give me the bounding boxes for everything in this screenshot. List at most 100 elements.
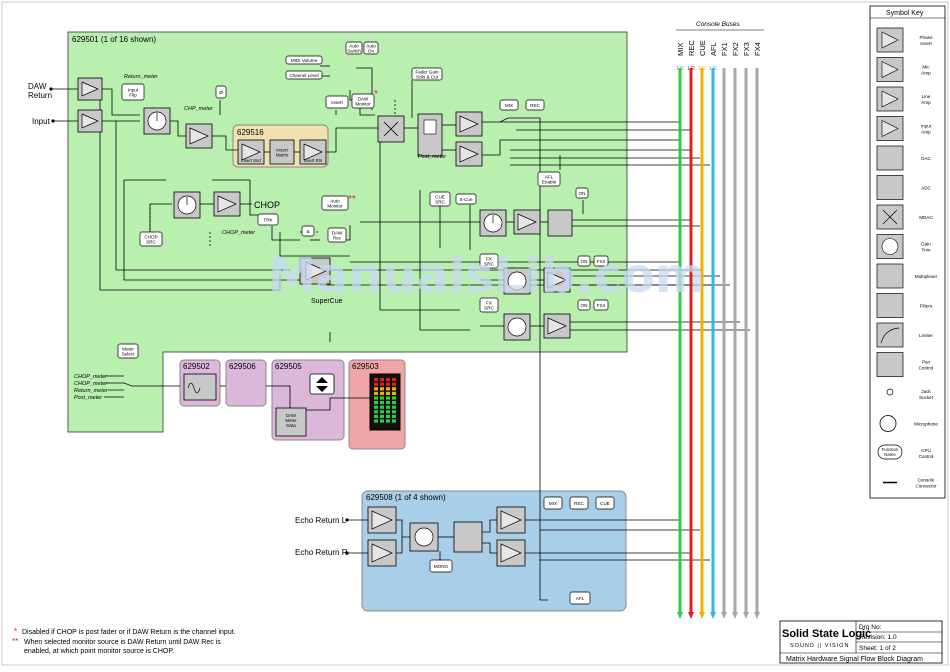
mix-bus-switch-label-1: MIX: [505, 103, 513, 108]
insert-matrix-block-label-2: Matrix: [276, 153, 289, 158]
bus-arrow-fx3: [743, 612, 749, 619]
echo-mix-switch: MIX: [543, 496, 563, 510]
level-meter: [374, 378, 396, 423]
fader-gain-label-label-1: Fader Gain: [416, 70, 439, 75]
cue-src-block-label-1: CUE: [435, 195, 445, 200]
meter-led: [386, 378, 390, 382]
meter-led: [392, 391, 396, 395]
on-fx3-block: ON: [577, 255, 591, 267]
main-channel-title: 629501 (1 of 16 shown): [72, 35, 156, 44]
signal-meter-3: Return_meter: [74, 388, 109, 394]
fx-src-block-2-label-1: FX: [486, 301, 492, 306]
on-fx4-block-label-1: ON: [581, 303, 588, 308]
meter-led: [380, 391, 384, 395]
chop-label: CHOP: [254, 200, 280, 210]
signal-return-meter: Return_meter: [124, 74, 159, 80]
fader-gain-label-label-2: Solo & Cut: [416, 75, 439, 80]
on-fx4-block: ON: [577, 299, 591, 311]
channel-level-label-label-1: Channel Level: [289, 73, 318, 78]
watermark: ManualsLib.com: [268, 248, 705, 304]
revision: Revision: 1.0: [859, 634, 897, 641]
note-2-text-2: enabled, at which point monitor source i…: [24, 648, 174, 655]
meter-led: [386, 382, 390, 386]
echo-rec-switch-label-1: REC: [574, 501, 584, 506]
meter-led: [392, 419, 396, 423]
module-629506-title: 629506: [229, 362, 256, 371]
module-629502-title: 629502: [183, 362, 210, 371]
bus-arrow-afl: [710, 612, 716, 619]
symbol-key-item: Filters: [876, 293, 933, 318]
auto-monitor-block-label-2: Monitor: [327, 204, 343, 209]
function-name-label-1: Function: [882, 447, 899, 452]
note-2-marker: **: [12, 637, 18, 646]
insert-card-title: 629516: [237, 128, 264, 137]
signal-meter-4: Post_meter: [74, 395, 103, 401]
bus-arrow-fx1: [721, 612, 727, 619]
supercue-label: SuperCue: [311, 298, 343, 305]
symbol-key-item: Multiplexer: [876, 263, 938, 289]
bus-fraction-2: 1/2: [698, 66, 706, 72]
bus-arrow-cue: [699, 612, 705, 619]
bus-label-fx1: FX1: [720, 42, 729, 56]
symbol-key-item: ADC: [876, 175, 932, 200]
symbol-key-item: DAC: [876, 145, 932, 171]
main-signal-lines: [99, 65, 750, 601]
chop-src-block-label-2: SRC: [146, 240, 156, 245]
bus-arrow-rec: [688, 612, 694, 619]
bus-arrow-fx2: [732, 612, 738, 619]
meter-led: [380, 414, 384, 418]
meter-led: [386, 405, 390, 409]
fx4-block: FX4: [593, 299, 609, 311]
module-629503-title: 629503: [352, 362, 379, 371]
meter-led: [380, 401, 384, 405]
midi-volume-label-label-1: MIDI Volume: [291, 58, 318, 63]
meter-led: [386, 419, 390, 423]
on-fx3-block-label-1: ON: [581, 259, 588, 264]
meter-led: [374, 387, 378, 391]
meter-led: [392, 382, 396, 386]
and-gate-block: &: [301, 225, 315, 237]
meter-led: [380, 382, 384, 386]
trk-block: TRK: [257, 213, 279, 226]
amplifier-blocks: [77, 77, 573, 567]
meter-select-block-label-1: Meter: [122, 347, 134, 352]
function-name-label-2: Name: [884, 452, 896, 457]
insert-block-label-1: Insert: [331, 100, 343, 105]
red-marker-2: **: [348, 194, 356, 205]
chop-src-block-label-1: CHOP: [144, 235, 157, 240]
midi-volume-label: MIDI Volume: [285, 55, 323, 65]
meter-led: [392, 405, 396, 409]
s-cue-block: S-Cue: [455, 193, 477, 205]
meter-led: [392, 410, 396, 414]
echo-mix-switch-label-1: MIX: [549, 501, 557, 506]
meter-led: [374, 414, 378, 418]
meter-led: [386, 387, 390, 391]
mix-bus-switch: MIX: [499, 99, 519, 111]
meter-led: [386, 391, 390, 395]
drawing-title: Matrix Hardware Signal Flow Block Diagra…: [786, 656, 923, 663]
echo-afl-block: AFL: [569, 591, 591, 605]
input-label: Input: [32, 117, 51, 126]
